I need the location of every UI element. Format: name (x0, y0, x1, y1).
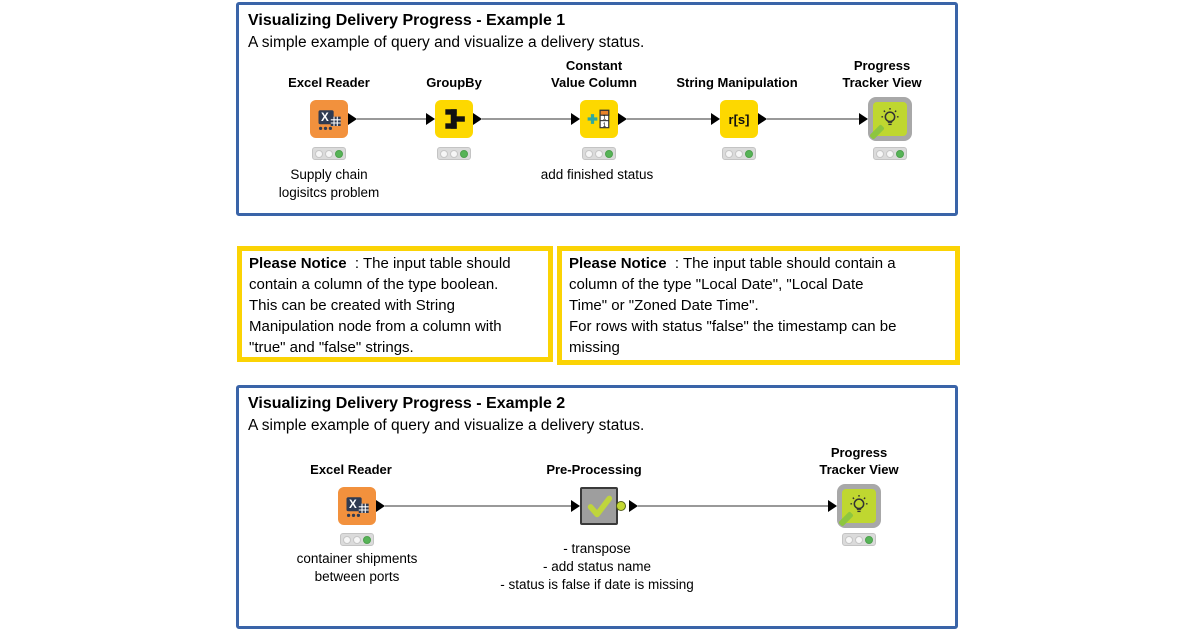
traffic-light-excel-2 (340, 533, 374, 546)
lightbulb-view-icon (881, 108, 899, 126)
groupby-icon (445, 109, 465, 129)
node-annotation-excel-1: Supply chain logisitcs problem (278, 167, 380, 200)
input-port-icon (711, 113, 720, 125)
node-label-pre-processing: Pre-Processing (546, 462, 642, 477)
example1-title: Visualizing Delivery Progress - Example … (248, 12, 566, 29)
node-groupby[interactable] (435, 100, 473, 138)
input-port-icon (571, 113, 580, 125)
magnifier-handle-icon (869, 124, 885, 140)
input-port-icon (571, 500, 580, 512)
input-port-icon (859, 113, 868, 125)
traffic-light-constant-value (582, 147, 616, 160)
node-label-string-manipulation: String Manipulation (676, 75, 798, 90)
notice1-label: Please Notice (249, 255, 347, 272)
lightbulb-view-icon (850, 495, 868, 513)
magnifier-handle-icon (838, 511, 854, 527)
constant-value-column-icon: 1 1 (587, 109, 610, 129)
output-port-icon (758, 113, 767, 125)
svg-text:1: 1 (603, 114, 607, 121)
traffic-light-groupby (437, 147, 471, 160)
connection (618, 113, 720, 125)
example2-subtitle: A simple example of query and visualize … (248, 417, 645, 434)
excel-reader-icon: X (346, 497, 369, 517)
traffic-light-excel-1 (312, 147, 346, 160)
node-excel-reader-2[interactable]: X (338, 487, 376, 525)
svg-text:X: X (349, 498, 357, 511)
node-string-manipulation[interactable]: r[s] (720, 100, 758, 138)
notice2-label: Please Notice (569, 255, 667, 272)
connection (758, 113, 868, 125)
node-label-groupby: GroupBy (426, 75, 482, 90)
output-port-icon (618, 113, 627, 125)
notice2-body: : The input table should contain a colum… (569, 255, 897, 356)
node-label-progress-tracker-2: Progress Tracker View (819, 445, 899, 477)
node-excel-reader-1[interactable]: X (310, 100, 348, 138)
svg-text:X: X (321, 111, 329, 124)
connection (629, 500, 837, 512)
example1-subtitle: A simple example of query and visualize … (248, 34, 645, 51)
notice-box-boolean[interactable]: Please Notice : The input table should c… (237, 246, 553, 362)
input-port-icon (426, 113, 435, 125)
node-annotation-constant-value: add finished status (540, 167, 654, 182)
node-label-constant-value-column: Constant Value Column (551, 58, 637, 90)
connection (473, 113, 580, 125)
svg-text:1: 1 (603, 122, 607, 129)
metanode-output-port-icon (616, 501, 626, 511)
connection (348, 113, 435, 125)
node-annotation-pre-processing: - transpose - add status name - status i… (500, 541, 694, 592)
node-label-excel-reader-1: Excel Reader (288, 75, 370, 90)
checkmark-icon (587, 495, 613, 518)
node-label-excel-reader-2: Excel Reader (310, 462, 392, 477)
node-annotation-excel-2: container shipments between ports (296, 551, 418, 584)
notice-box-date-type[interactable]: Please Notice : The input table should c… (557, 246, 960, 365)
traffic-light-progress-2 (842, 533, 876, 546)
traffic-light-string-manipulation (722, 147, 756, 160)
output-port-icon (629, 500, 638, 512)
notice1-body: : The input table should contain a colum… (249, 255, 511, 356)
annotation-box-example1[interactable]: Visualizing Delivery Progress - Example … (236, 2, 958, 216)
string-manipulation-icon: r[s] (728, 111, 750, 127)
connection (376, 500, 580, 512)
input-port-icon (828, 500, 837, 512)
traffic-light-progress-1 (873, 147, 907, 160)
output-port-icon (348, 113, 357, 125)
output-port-icon (376, 500, 385, 512)
node-pre-processing-metanode[interactable] (580, 487, 618, 525)
excel-reader-icon: X (318, 110, 341, 130)
node-progress-tracker-view-1[interactable] (868, 97, 912, 141)
node-label-progress-tracker-1: Progress Tracker View (842, 58, 922, 90)
example2-title: Visualizing Delivery Progress - Example … (248, 395, 566, 412)
node-progress-tracker-view-2[interactable] (837, 484, 881, 528)
output-port-icon (473, 113, 482, 125)
node-constant-value-column[interactable]: 1 1 (580, 100, 618, 138)
